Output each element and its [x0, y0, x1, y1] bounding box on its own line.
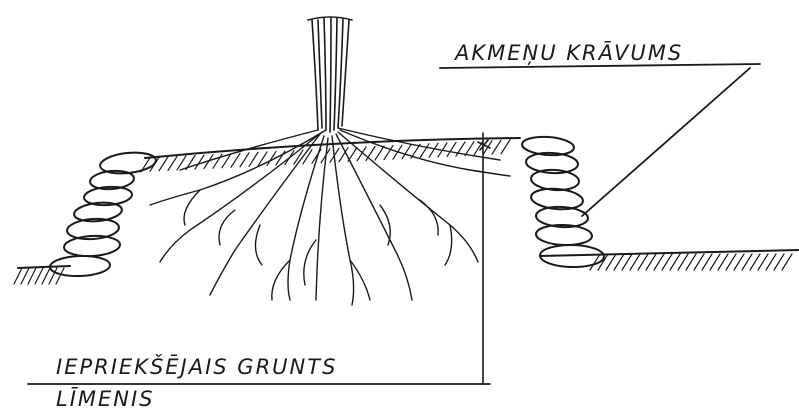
ground-hatch	[168, 156, 177, 170]
ground-hatch	[366, 147, 375, 161]
ground-hatch	[614, 254, 624, 270]
root-strand	[255, 225, 262, 265]
ground-hatch	[159, 157, 168, 171]
ground-hatch	[21, 268, 29, 284]
stone-stack-left	[50, 150, 157, 277]
ground-hatch	[670, 254, 680, 270]
ground-hatch	[686, 254, 696, 270]
ground-hatch	[42, 268, 50, 284]
stone-stack-right	[521, 135, 604, 267]
ground-hatch	[622, 254, 632, 270]
root-strand	[304, 240, 316, 285]
ground-hatch	[702, 254, 712, 270]
ground-hatch	[240, 153, 249, 167]
ground-hatch	[646, 254, 656, 270]
ground-hatch	[694, 254, 704, 270]
root-strand	[380, 205, 390, 245]
root-strand	[336, 134, 412, 300]
ground-hatch	[630, 254, 640, 270]
ground-hatch	[14, 268, 22, 284]
ground-hatch	[710, 254, 720, 270]
root-strand	[150, 130, 326, 205]
root-strand	[288, 136, 324, 300]
ground-hatch	[734, 254, 744, 270]
ground-hatch	[375, 146, 384, 160]
previous-ground-label-line2: LĪMENIS	[56, 387, 155, 411]
ground-hatch	[35, 268, 43, 284]
ground-hatch	[606, 254, 616, 270]
ground-hatch	[492, 140, 501, 154]
ground-hatch	[726, 254, 736, 270]
root-strand	[445, 225, 452, 265]
root-strand	[420, 200, 438, 235]
ground-hatch	[654, 254, 664, 270]
ground-hatch	[678, 254, 688, 270]
ground-hatch	[766, 254, 776, 270]
ground-hatch	[742, 254, 752, 270]
ground-hatch	[774, 254, 784, 270]
root-strand	[272, 260, 290, 300]
ground-hatch	[56, 268, 64, 284]
ground-hatch	[782, 254, 792, 270]
stone-pile-label: AKMEŅU KRĀVUMS	[453, 41, 683, 65]
ground-hatch	[447, 142, 456, 156]
root-strand	[184, 190, 200, 225]
tree-trunk	[308, 17, 352, 132]
root-strand	[338, 132, 478, 262]
ground-hatch	[758, 254, 768, 270]
ground-hatch	[303, 150, 312, 164]
ground-hatch	[750, 254, 760, 270]
ground-hatch	[28, 268, 36, 284]
ground-hatch	[231, 153, 240, 167]
ground-hatch	[213, 154, 222, 168]
ground-hatch	[501, 140, 510, 154]
root-strand	[219, 210, 235, 245]
ground-hatch	[402, 145, 411, 159]
ground-raised	[141, 138, 520, 172]
ground-hatch	[249, 152, 258, 166]
previous-ground-label-line1: IEPRIEKŠĒJAIS GRUNTS	[56, 354, 337, 379]
ground-hatch	[662, 254, 672, 270]
ground-hatch	[718, 254, 728, 270]
root-strand	[338, 128, 500, 160]
ground-hatch	[429, 143, 438, 157]
ground-hatch	[638, 254, 648, 270]
stone-pile-leader	[582, 68, 750, 216]
ground-hatch	[465, 142, 474, 156]
